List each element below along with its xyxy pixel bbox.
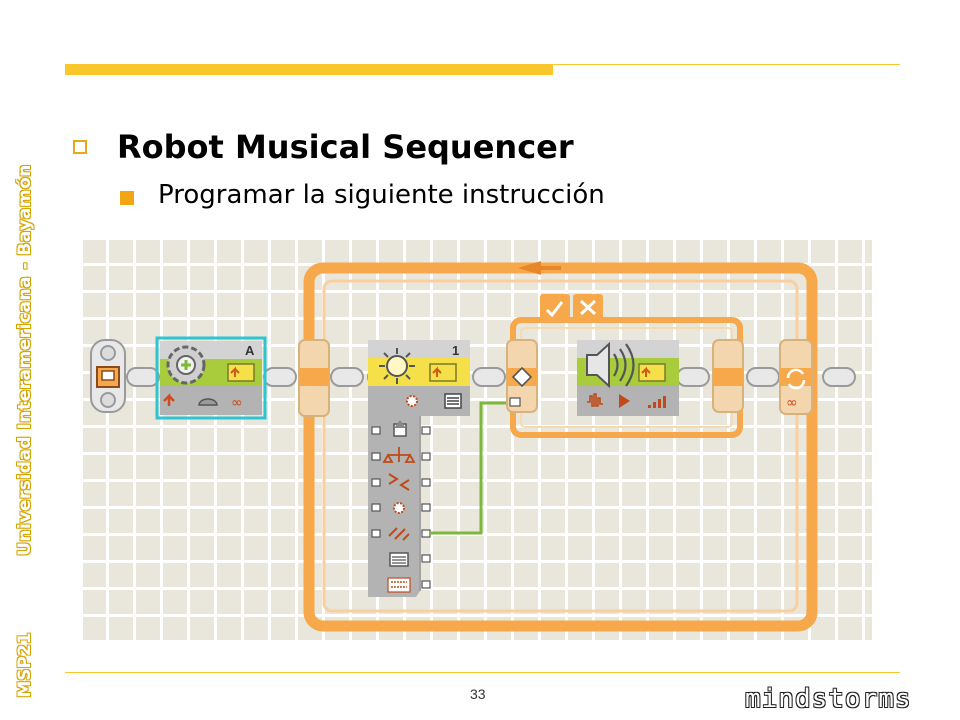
loop-arrow-icon [518,261,541,275]
power-icon [198,398,218,406]
compare-icon [388,473,410,491]
data-wire [430,401,509,535]
speaker-icon [586,341,635,389]
program-canvas[interactable]: A ∞ 1 [83,240,872,640]
switch-tab-false[interactable] [573,294,603,320]
binary-icon [387,577,411,593]
footer-rule [65,672,900,673]
volume-icon [648,396,666,408]
light-sensor-block[interactable]: 1 [368,340,470,416]
page-number: 33 [470,686,486,702]
university-label: Universidad Interamericana - Bayamón [15,164,35,556]
switch-tab-true[interactable] [540,294,570,320]
sidebar: Universidad Interamericana - Bayamón MSP… [0,0,50,720]
square-bullet-icon [73,140,87,154]
header-rule-thin [553,64,900,65]
sun-icon [379,348,415,384]
switch-start-post[interactable] [506,339,538,413]
light-icon [406,395,418,407]
loop-repeat-icon [786,368,806,390]
start-block[interactable] [90,339,126,413]
loop-entry-post [298,339,330,417]
port-icon [393,420,407,437]
slide-title: Robot Musical Sequencer [117,128,574,166]
logic-icon [388,527,410,541]
loop-end-post[interactable]: ∞ [779,339,813,415]
program-diagram: A ∞ 1 [90,261,856,632]
direction-icon [163,392,175,406]
sound-block[interactable] [577,340,679,416]
msp21-label: MSP21 [15,632,35,698]
waveform-icon [587,393,603,407]
play-icon [619,394,630,408]
loop-infinity-icon: ∞ [786,395,798,411]
slide-bullet-text: Programar la siguiente instrucción [158,180,605,210]
data-hub[interactable] [368,416,431,597]
calibrate-icon [382,447,416,463]
lines-icon [444,393,462,409]
light-mode-icon [393,502,405,514]
sensor-port-label: 1 [452,343,459,358]
motor-port-label: A [245,343,255,358]
infinity-icon: ∞ [231,395,243,411]
mindstorms-logo: mindstorms [745,684,912,714]
filled-square-bullet-icon [120,191,134,205]
motor-block[interactable]: A ∞ [155,336,267,420]
switch-end-post [712,339,744,413]
gear-icon [166,345,206,385]
intensity-icon [389,552,409,567]
header-rule-thick [65,64,553,75]
